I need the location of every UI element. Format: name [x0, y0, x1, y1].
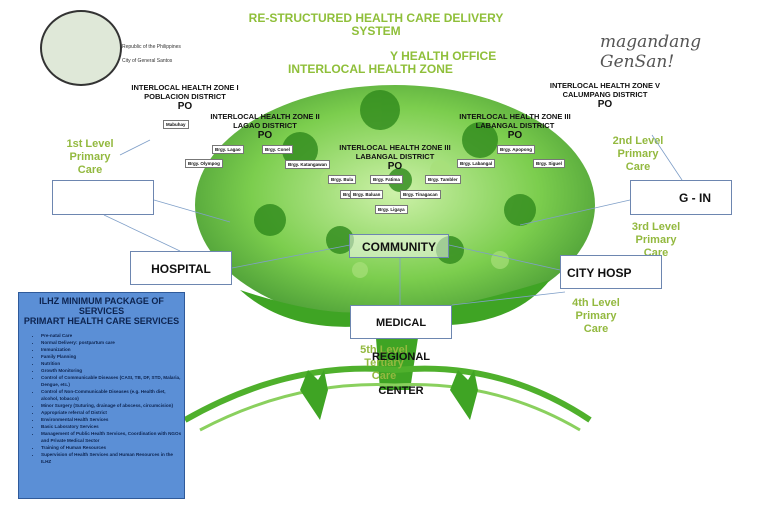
barangay-tag: Brgy. Labangal [457, 159, 496, 168]
header-office: Y HEALTH OFFICE [390, 49, 497, 63]
zone-5-name: INTERLOCAL HEALTH ZONE V [549, 81, 661, 90]
zone-5-district: CALUMPANG DISTRICT [562, 90, 648, 99]
package-item: Basic Laboratory Services [41, 423, 184, 430]
package-item: Pre-natal Care [41, 332, 184, 339]
gensan-brand-logo: magandang GenSan! [600, 32, 702, 72]
barangay-tag: Brgy. Bula [328, 175, 357, 184]
package-title-2: SERVICES [78, 306, 125, 316]
package-item: Training of Human Resources [41, 444, 184, 451]
zone-3-name: INTERLOCAL HEALTH ZONE III [339, 143, 451, 152]
level-4-b: Primary [575, 310, 617, 322]
zone-3-po: PO [387, 161, 403, 172]
barangay-tag: Brgy. Ligaya [375, 205, 408, 214]
level-5-label: 5th LevelTertiaryCare [354, 344, 414, 383]
level-1-c: Care [77, 164, 103, 176]
barangay-tag: Brgy. Tinagacan [400, 190, 441, 199]
zone-3: INTERLOCAL HEALTH ZONE III LABANGAL DIST… [325, 143, 465, 172]
republic-text: Republic of the Philippines [122, 44, 181, 50]
zone-2: INTERLOCAL HEALTH ZONE II LAGAO DISTRICT… [195, 112, 335, 141]
package-item: Appropriate referral of District [41, 409, 184, 416]
ilhz-package-panel: ILHZ MINIMUM PACKAGE OF SERVICES PRIMART… [18, 292, 185, 499]
title-line2: SYSTEM [351, 24, 401, 38]
package-item: Supervision of Health Services and Human… [41, 451, 184, 465]
zone-4-name: INTERLOCAL HEALTH ZONE III [459, 112, 571, 121]
zone-2-district: LAGAO DISTRICT [233, 121, 297, 130]
level-2-c: Care [625, 161, 651, 173]
level-3-b: Primary [635, 234, 677, 246]
title-line1: RE-STRUCTURED HEALTH CARE DELIVERY [248, 11, 504, 25]
zone-2-po: PO [257, 130, 273, 141]
barangay-tag: Brgy. Siguel [533, 159, 565, 168]
level-2-b: Primary [617, 148, 659, 160]
hospital-box: HOSPITAL [130, 251, 232, 285]
zone-2-name: INTERLOCAL HEALTH ZONE II [210, 112, 320, 121]
package-item: Family Planning [41, 353, 184, 360]
zone-1-district: POBLACION DISTRICT [144, 92, 226, 101]
level-2-a: 2nd Level [612, 135, 664, 147]
zone-4-po: PO [507, 130, 523, 141]
barangay-tag: Brgy. Lagao [212, 145, 244, 154]
blank-box-left [52, 180, 154, 215]
barangay-tag: Brgy. Apopong [497, 145, 535, 154]
package-title-1: ILHZ MINIMUM PACKAGE OF [39, 296, 164, 306]
lying-in-box: G - IN [630, 180, 732, 215]
level-1-a: 1st Level [66, 138, 114, 150]
barangay-tag: Brgy. Fatima [370, 175, 403, 184]
package-list: Pre-natal Care Normal Delivery: postpart… [33, 332, 184, 465]
level-5-a: 5th Level [354, 344, 414, 357]
package-item: Growth Monitoring [41, 367, 184, 374]
barangay-tag: Mabuhay [163, 120, 189, 129]
package-title: ILHZ MINIMUM PACKAGE OF SERVICES PRIMART… [19, 296, 184, 326]
zone-1-po: PO [177, 101, 193, 112]
package-item: Normal Delivery: postpartum care [41, 339, 184, 346]
zone-4: INTERLOCAL HEALTH ZONE III LABANGAL DIST… [445, 112, 585, 141]
level-5-c: Care [354, 370, 414, 383]
zone-4-district: LABANGAL DISTRICT [475, 121, 555, 130]
package-item: Management of Public Health Services, Co… [41, 430, 184, 444]
header-zone: INTERLOCAL HEALTH ZONE [288, 62, 453, 76]
medical-regional-center-box: MEDICAL REGIONAL CENTER [350, 305, 452, 397]
community-box: COMMUNITY [349, 234, 449, 258]
level-3-a: 3rd Level [631, 221, 681, 233]
package-item: Minor Surgery (Suturing, drainage of abs… [41, 402, 184, 409]
zone-1-name: INTERLOCAL HEALTH ZONE I [131, 83, 239, 92]
level-5-b: Tertiary [354, 357, 414, 370]
package-title-3: PRIMART HEALTH CARE SERVICES [23, 316, 180, 326]
city-seal-logo [40, 10, 122, 86]
zone-3-district: LABANGAL DISTRICT [355, 152, 435, 161]
barangay-tag: Brgy. Katangawan [285, 160, 330, 169]
zone-1: INTERLOCAL HEALTH ZONE I POBLACION DISTR… [115, 83, 255, 112]
package-item: Immunization [41, 346, 184, 353]
zone-5: INTERLOCAL HEALTH ZONE V CALUMPANG DISTR… [535, 81, 675, 110]
city-hospital-box: CITY HOSP [560, 255, 662, 289]
level-4-c: Care [583, 323, 609, 335]
barangay-tag: Brgy. Conel [262, 145, 293, 154]
zone-5-po: PO [597, 99, 613, 110]
barangay-tag: Brgy. Tambler [425, 175, 461, 184]
level-4-a: 4th Level [572, 297, 620, 309]
package-item: Nutrition [41, 360, 184, 367]
level-1-b: Primary [69, 151, 111, 163]
package-item: Control of Non-Communicable Diseases (e.… [41, 388, 184, 402]
package-item: Environmental Health Services [41, 416, 184, 423]
barangay-tag: Brgy. Baluan [350, 190, 384, 199]
package-item: Control of Communicable Diseases (CASI, … [41, 374, 184, 388]
main-title: RE-STRUCTURED HEALTH CARE DELIVERY SYSTE… [240, 12, 512, 38]
city-text: City of General Santos [122, 58, 173, 64]
barangay-tag: Brgy. Olympog [185, 159, 223, 168]
